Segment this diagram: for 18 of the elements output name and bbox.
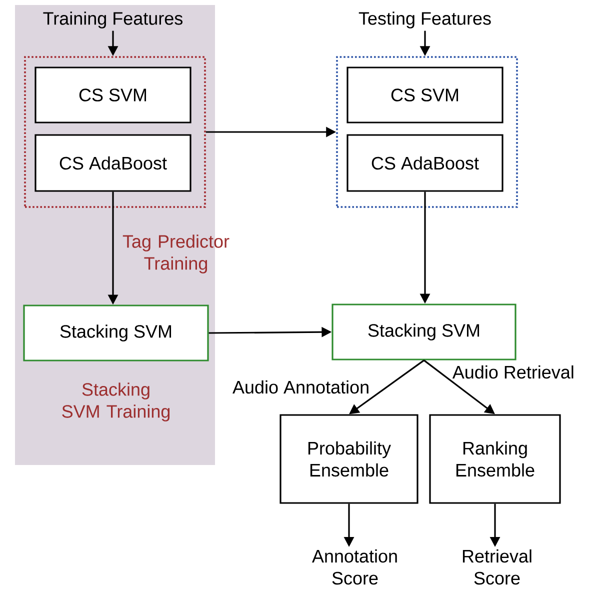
edge-label: Tag Predictor Training (122, 234, 230, 274)
edge-label: Audio Annotation (232, 380, 368, 394)
edge-label: Audio Retrieval (452, 365, 574, 379)
stacking-box: Stacking SVM (332, 304, 516, 360)
process-box: CS AdaBoost (34, 134, 192, 192)
process-box: CS SVM (346, 66, 504, 124)
score-label: Retrieval Score (462, 549, 532, 585)
process-box: Probability Ensemble (280, 414, 418, 504)
feature-label: Testing Features (358, 12, 491, 28)
feature-label: Training Features (43, 12, 182, 28)
model-group-box (24, 56, 206, 208)
process-box: CS SVM (34, 66, 192, 124)
process-box: Ranking Ensemble (429, 414, 561, 504)
process-box: CS AdaBoost (346, 134, 504, 192)
caption-text: Stacking SVM Training (62, 382, 170, 422)
score-label: Annotation Score (312, 549, 397, 585)
stacking-box: Stacking SVM (23, 304, 209, 362)
model-group-box (336, 56, 518, 208)
